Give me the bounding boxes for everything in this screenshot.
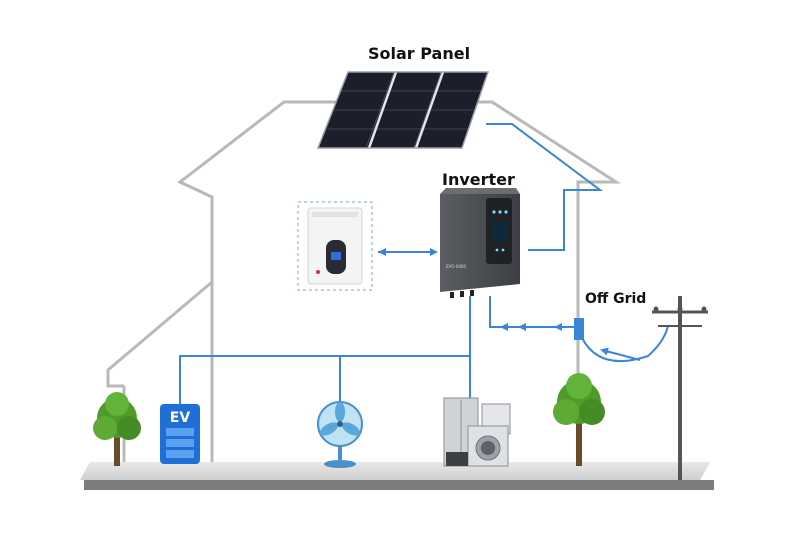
inverter-label: Inverter [442, 170, 515, 189]
tree-icon [553, 373, 605, 466]
tree-icon [93, 392, 141, 466]
utility-pole-icon [652, 296, 708, 480]
svg-text:EVO-6000: EVO-6000 [446, 264, 467, 269]
meter-icon [574, 318, 584, 340]
ground [80, 462, 714, 490]
battery-icon [297, 201, 373, 291]
ev-label: EV [170, 410, 191, 426]
off-grid-label: Off Grid [585, 291, 647, 307]
ev-charger-icon: EV [160, 404, 200, 464]
inverter-icon: EVO-6000 [440, 188, 520, 298]
solar-panel-label: Solar Panel [368, 44, 471, 63]
wiring [179, 123, 669, 404]
appliances-icon [443, 397, 511, 467]
solar-panel-icon [316, 71, 490, 149]
fan-icon [317, 401, 363, 468]
